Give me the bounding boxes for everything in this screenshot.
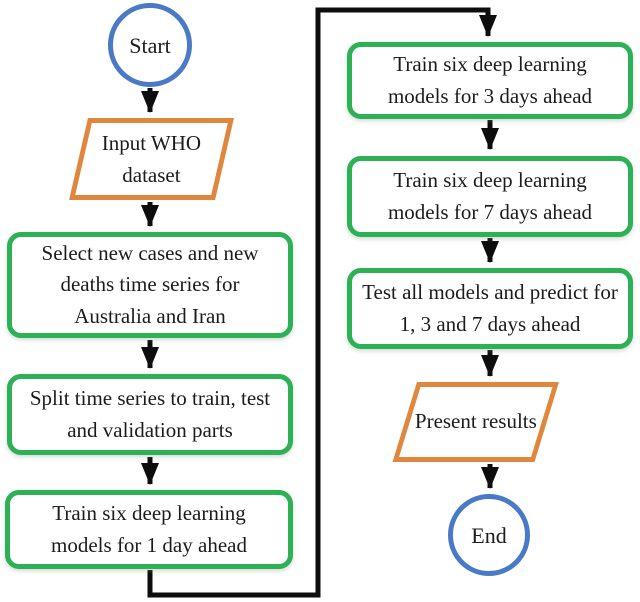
process-select-series: Select new cases and new deaths time ser… <box>7 232 293 338</box>
process-train-3days: Train six deep learning models for 3 day… <box>347 42 633 119</box>
process-select-series-label: Select new cases and new deaths time ser… <box>41 240 259 328</box>
process-train-7days: Train six deep learning models for 7 day… <box>347 156 633 237</box>
process-test-models-label: Test all models and predict for 1, 3 and… <box>362 280 618 336</box>
process-train-1day: Train six deep learning models for 1 day… <box>5 490 293 569</box>
process-split-series-label: Split time series to train, test and val… <box>29 386 271 442</box>
process-train-1day-label: Train six deep learning models for 1 day… <box>51 501 247 557</box>
io-present-results-label: Present results <box>414 409 537 434</box>
process-test-models: Test all models and predict for 1, 3 and… <box>347 268 633 349</box>
process-train-3days-label: Train six deep learning models for 3 day… <box>387 52 593 108</box>
io-input-dataset-label: Input WHO dataset <box>101 130 202 187</box>
process-train-7days-label: Train six deep learning models for 7 day… <box>387 168 593 224</box>
io-present-results: Present results <box>392 382 559 462</box>
terminator-end: End <box>448 494 530 576</box>
io-input-dataset: Input WHO dataset <box>69 118 234 200</box>
terminator-start-label: Start <box>129 32 171 58</box>
terminator-start: Start <box>108 3 192 87</box>
terminator-end-label: End <box>471 522 507 548</box>
process-split-series: Split time series to train, test and val… <box>7 374 293 455</box>
